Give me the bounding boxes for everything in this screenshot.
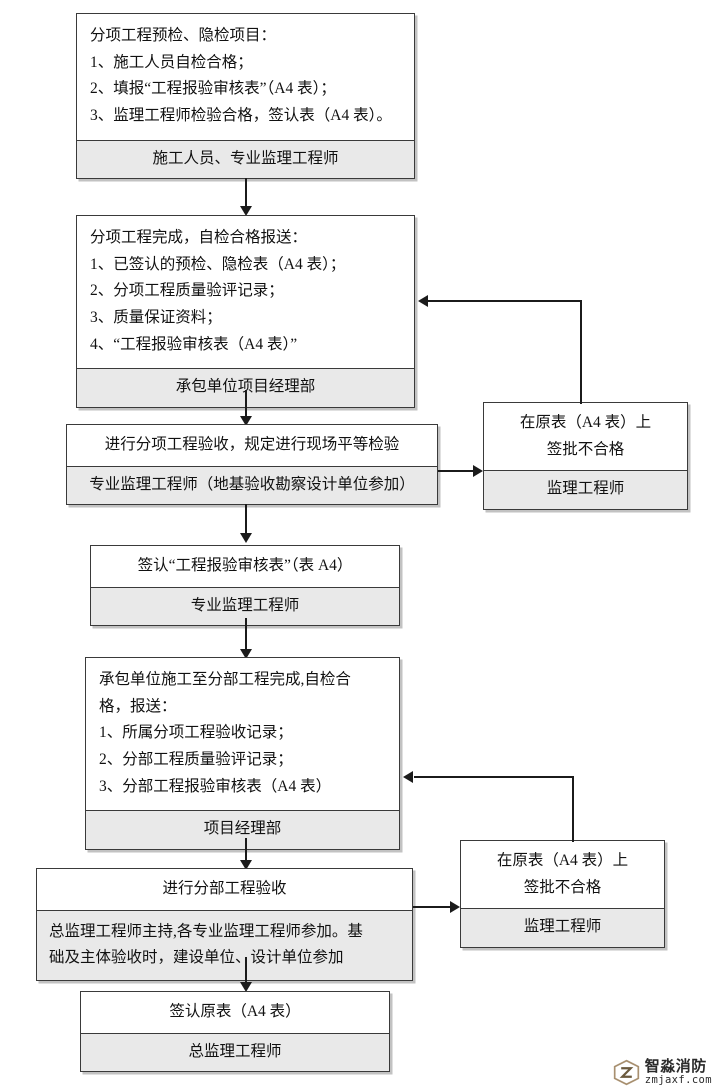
node-subitem-pre-inspection: 分项工程预检、隐检项目： 1、施工人员自检合格； 2、填报“工程报验审核表”（A… [76, 13, 415, 180]
node-line: 进行分部工程验收 [162, 880, 287, 897]
connector-n5-n6 [245, 838, 247, 864]
watermark-cn: 智淼消防 [644, 1058, 707, 1076]
node-line: 2、分项工程质量验评记录； [90, 282, 284, 300]
connector-n3-n4 [245, 504, 247, 537]
node-line: 1、施工人员自检合格； [90, 53, 253, 71]
node-subitem-acceptance: 进行分项工程验收，规定进行现场平等检验 专业监理工程师（地基验收勘察设计单位参加… [66, 424, 438, 506]
node-reject-stamp-2: 在原表（A4 表）上 签批不合格 监理工程师 [460, 840, 665, 949]
node-line: 签批不合格 [523, 878, 602, 896]
node-footer-role: 总监理工程师主持,各专业监理工程师参加。基 础及主体验收时，建设单位、设计单位参… [37, 909, 412, 981]
connector-r1-feedback-vertical [580, 300, 582, 404]
node-body: 在原表（A4 表）上 签批不合格 [484, 403, 687, 471]
connector-r2-feedback-vertical [572, 776, 574, 842]
node-line: 签认原表（A4 表） [169, 1003, 301, 1020]
arrowhead-n2-n3 [240, 416, 252, 426]
node-line: 分项工程预检、隐检项目： [90, 27, 277, 44]
watermark: 智淼消防 zmjaxf.com [613, 1059, 712, 1086]
node-line: 3、分部工程报验审核表（A4 表） [99, 777, 332, 795]
connector-n4-n5 [245, 618, 247, 652]
connector-r2-feedback-horizontal [414, 776, 574, 778]
node-footer-role: 专业监理工程师（地基验收勘察设计单位参加） [67, 465, 437, 505]
node-body: 签认原表（A4 表） [81, 992, 389, 1033]
connector-n1-n2 [245, 178, 247, 210]
node-subitem-complete-submit: 分项工程完成，自检合格报送： 1、已签认的预检、隐检表（A4 表）； 2、分项工… [76, 215, 415, 409]
node-line: 在原表（A4 表）上 [519, 414, 652, 431]
arrowhead-n5-n6 [240, 860, 252, 870]
node-footer-line: 总监理工程师主持,各专业监理工程师参加。基 [49, 922, 363, 940]
node-line: 3、监理工程师检验合格，签认表（A4 表）。 [90, 106, 392, 124]
node-body: 承包单位施工至分部工程完成,自检合 格，报送： 1、所属分项工程验收记录； 2、… [86, 658, 399, 811]
node-line: 分项工程完成，自检合格报送： [90, 229, 308, 246]
watermark-en: zmjaxf.com [644, 1073, 712, 1086]
arrowhead-n1-n2 [240, 206, 252, 216]
node-footer-role: 总监理工程师 [81, 1032, 389, 1072]
node-line: 2、分部工程质量验评记录； [99, 750, 293, 768]
node-footer-role: 施工人员、专业监理工程师 [77, 139, 414, 179]
node-sign-original-form: 签认原表（A4 表） 总监理工程师 [80, 991, 390, 1073]
connector-n3-r1 [438, 470, 476, 472]
arrowhead-n6-n7 [240, 982, 252, 992]
node-division-complete-submit: 承包单位施工至分部工程完成,自检合 格，报送： 1、所属分项工程验收记录； 2、… [85, 657, 400, 851]
node-line: 签批不合格 [546, 440, 625, 458]
node-body: 分项工程完成，自检合格报送： 1、已签认的预检、隐检表（A4 表）； 2、分项工… [77, 216, 414, 369]
connector-n2-n3 [245, 390, 247, 420]
node-line: 进行分项工程验收，规定进行现场平等检验 [104, 436, 400, 453]
node-line: 3、质量保证资料； [90, 308, 222, 326]
node-line: 1、已签认的预检、隐检表（A4 表）； [90, 255, 346, 273]
node-line: 4、“工程报验审核表（A4 表）” [90, 335, 298, 353]
node-footer-role: 监理工程师 [461, 908, 664, 948]
connector-n6-n7 [245, 957, 247, 985]
node-line: 2、填报“工程报验审核表”（A4 表）； [90, 80, 336, 98]
arrowhead-r1-feedback [418, 295, 428, 307]
node-line: 签认“工程报验审核表”（表 A4） [137, 557, 353, 574]
node-footer-role: 项目经理部 [86, 810, 399, 850]
arrowhead-r2-feedback [403, 771, 413, 783]
arrowhead-n3-n4 [240, 533, 252, 543]
arrowhead-n4-n5 [240, 649, 252, 659]
node-body: 进行分部工程验收 [37, 869, 412, 910]
arrowhead-n6-r2 [450, 901, 460, 913]
watermark-text: 智淼消防 zmjaxf.com [645, 1059, 712, 1086]
node-body: 进行分项工程验收，规定进行现场平等检验 [67, 425, 437, 466]
logo-icon [613, 1059, 640, 1086]
node-reject-stamp-1: 在原表（A4 表）上 签批不合格 监理工程师 [483, 402, 688, 511]
node-footer-line: 础及主体验收时，建设单位、设计单位参加 [49, 949, 344, 966]
node-sign-review-form: 签认“工程报验审核表”（表 A4） 专业监理工程师 [90, 545, 400, 627]
node-line: 承包单位施工至分部工程完成,自检合 [99, 671, 351, 688]
node-line: 格，报送： [99, 697, 177, 715]
node-footer-role: 监理工程师 [484, 470, 687, 510]
connector-r1-feedback-horizontal [428, 300, 582, 302]
connector-n6-r2 [413, 906, 453, 908]
node-body: 签认“工程报验审核表”（表 A4） [91, 546, 399, 587]
node-line: 在原表（A4 表）上 [496, 852, 629, 869]
node-line: 1、所属分项工程验收记录； [99, 724, 293, 742]
node-body: 分项工程预检、隐检项目： 1、施工人员自检合格； 2、填报“工程报验审核表”（A… [77, 14, 414, 140]
arrowhead-n3-r1 [473, 465, 483, 477]
node-division-acceptance: 进行分部工程验收 总监理工程师主持,各专业监理工程师参加。基 础及主体验收时，建… [36, 868, 413, 982]
node-body: 在原表（A4 表）上 签批不合格 [461, 841, 664, 909]
